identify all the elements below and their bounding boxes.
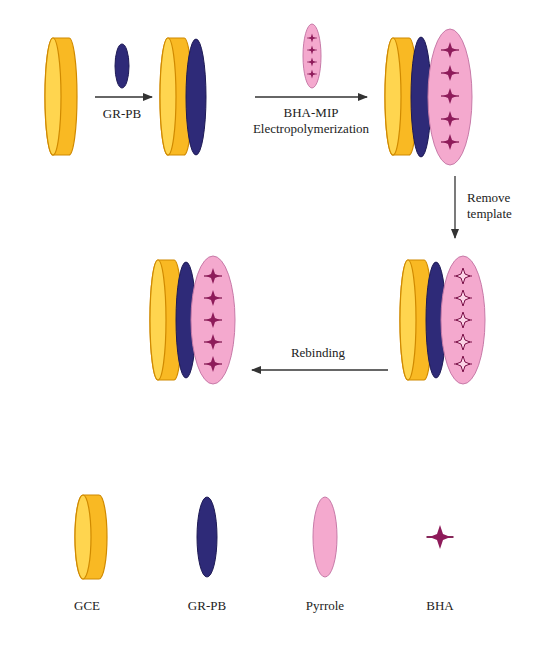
- rebound-electrode: [150, 256, 235, 384]
- arrow: [455, 176, 456, 238]
- arrow: [252, 370, 388, 371]
- legend-grpb: [197, 497, 217, 577]
- legend-gce: [75, 495, 107, 579]
- step-label: GR-PB: [103, 106, 141, 122]
- template-removed-electrode: [400, 256, 485, 384]
- legend-pyrrole: [313, 497, 337, 577]
- gce-grpb: [160, 38, 206, 155]
- arrow: [255, 24, 367, 97]
- step-label: BHA-MIP Electropolymerization: [236, 105, 386, 137]
- arrow: [95, 44, 152, 97]
- bare-gce: [45, 38, 77, 155]
- legend-label: Pyrrole: [306, 598, 344, 614]
- step-label: Rebinding: [291, 345, 345, 361]
- legend-label: BHA: [426, 598, 453, 614]
- legend-bha: [427, 525, 454, 549]
- legend-label: GR-PB: [188, 598, 226, 614]
- step-label: Remove template: [467, 190, 512, 222]
- legend-label: GCE: [74, 598, 100, 614]
- gce-grpb-mip: [385, 29, 472, 165]
